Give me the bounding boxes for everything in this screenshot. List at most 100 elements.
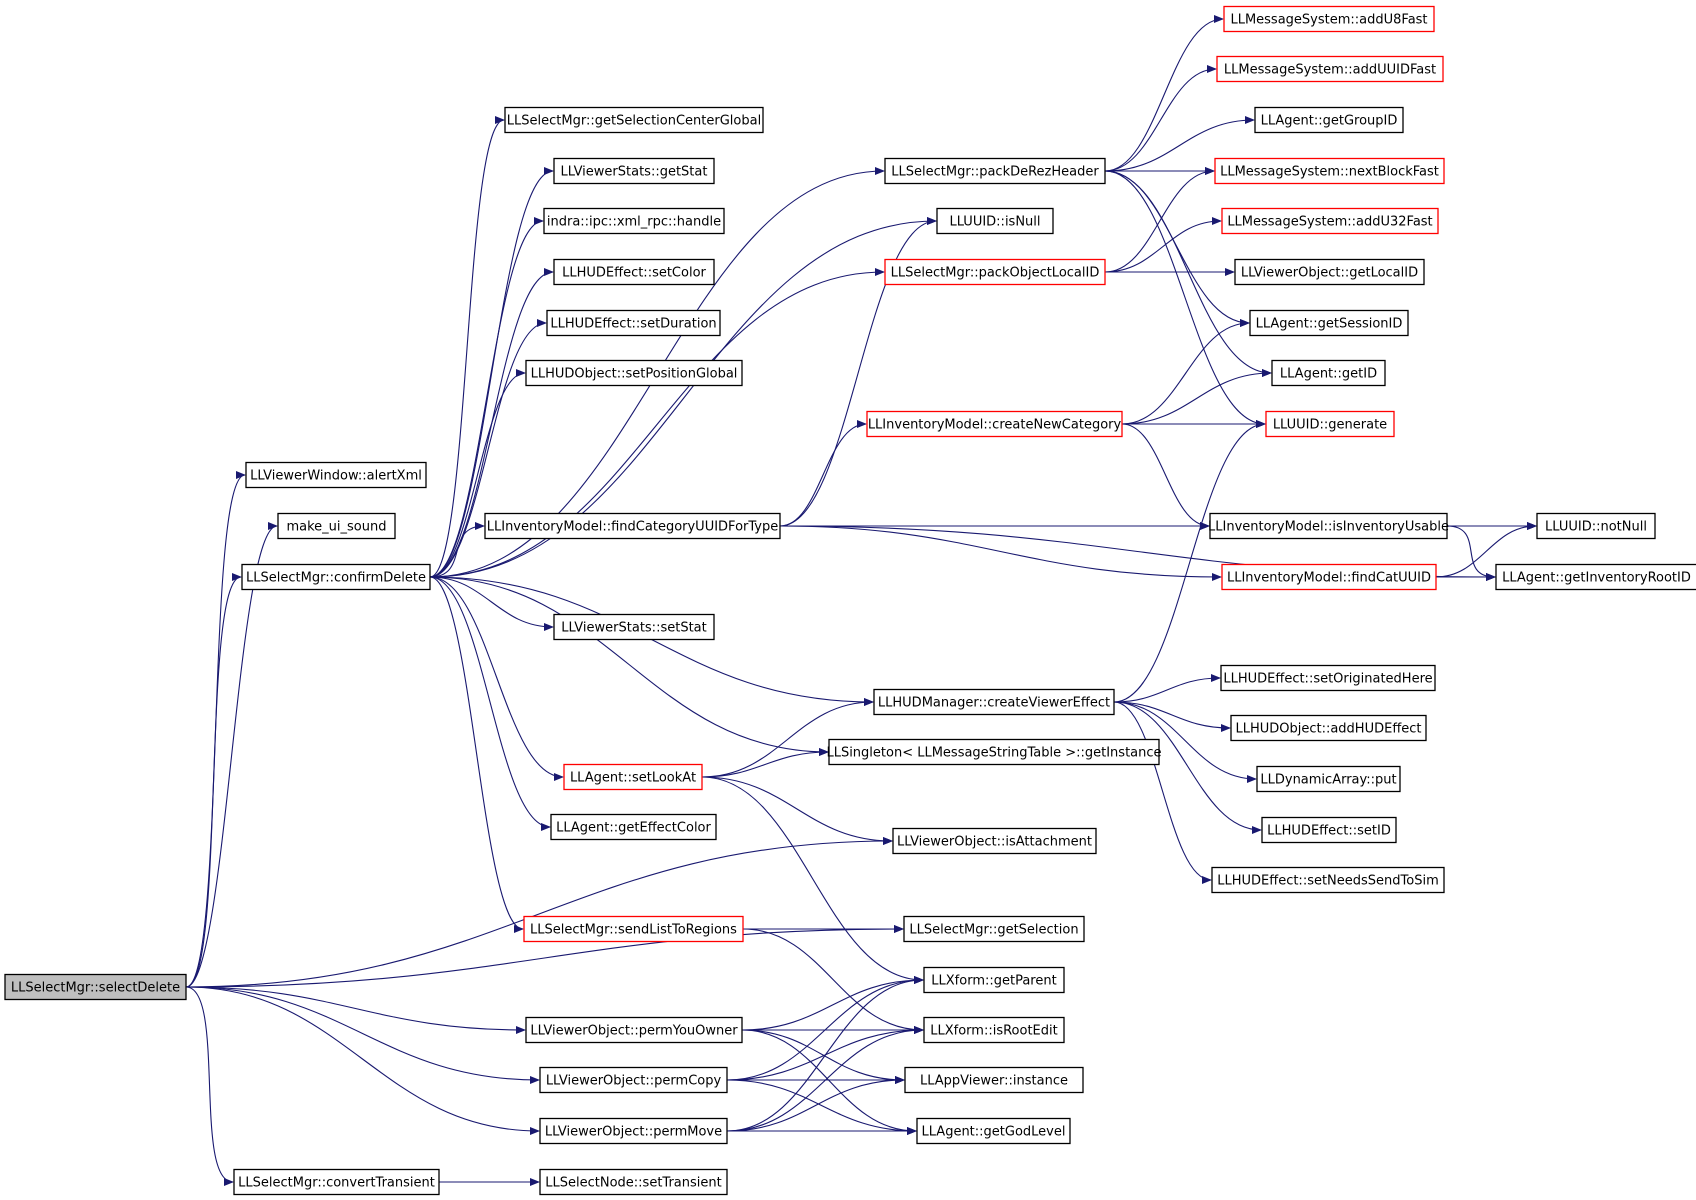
node-setStat[interactable]: LLViewerStats::setStat: [553, 613, 715, 641]
node-addU8Fast[interactable]: LLMessageSystem::addU8Fast: [1223, 5, 1435, 33]
node-isRootEdit[interactable]: LLXform::isRootEdit: [923, 1016, 1065, 1044]
node-box-createViewerEffect[interactable]: [873, 688, 1115, 716]
node-appInstance[interactable]: LLAppViewer::instance: [904, 1066, 1084, 1094]
node-getEffectColor[interactable]: LLAgent::getEffectColor: [550, 813, 717, 841]
node-nextBlockFast[interactable]: LLMessageSystem::nextBlockFast: [1214, 157, 1445, 185]
node-box-selectDelete[interactable]: [4, 973, 187, 1001]
node-getLocalID[interactable]: LLViewerObject::getLocalID: [1234, 258, 1425, 286]
node-box-setID[interactable]: [1261, 816, 1397, 844]
node-setDuration[interactable]: LLHUDEffect::setDuration: [546, 309, 721, 337]
node-box-isRootEdit[interactable]: [923, 1016, 1065, 1044]
node-box-appInstance[interactable]: [904, 1066, 1084, 1094]
node-box-permYouOwner[interactable]: [525, 1016, 743, 1044]
node-put[interactable]: LLDynamicArray::put: [1256, 765, 1401, 793]
node-box-getInstance[interactable]: [828, 738, 1160, 766]
node-box-setLookAt[interactable]: [563, 763, 703, 791]
node-box-nextBlockFast[interactable]: [1214, 157, 1445, 185]
node-confirmDelete[interactable]: LLSelectMgr::confirmDelete: [241, 563, 431, 591]
node-permYouOwner[interactable]: LLViewerObject::permYouOwner: [525, 1016, 743, 1044]
node-isNull[interactable]: LLUUID::isNull: [936, 207, 1054, 235]
node-box-setDuration[interactable]: [546, 309, 721, 337]
node-box-sendListToRegions[interactable]: [523, 915, 744, 943]
node-box-convertTransient[interactable]: [233, 1168, 440, 1196]
node-setColor[interactable]: LLHUDEffect::setColor: [553, 258, 715, 286]
node-convertTransient[interactable]: LLSelectMgr::convertTransient: [233, 1168, 440, 1196]
node-addHUDEffect[interactable]: LLHUDObject::addHUDEffect: [1230, 714, 1427, 742]
node-box-setPositionGlobal[interactable]: [525, 359, 743, 387]
node-setPositionGlobal[interactable]: LLHUDObject::setPositionGlobal: [525, 359, 743, 387]
node-addUUIDFast[interactable]: LLMessageSystem::addUUIDFast: [1216, 55, 1444, 83]
node-box-handle[interactable]: [543, 207, 725, 235]
node-setNeedsSendToSim[interactable]: LLHUDEffect::setNeedsSendToSim: [1211, 866, 1445, 894]
node-box-getInventoryRootID[interactable]: [1495, 563, 1696, 591]
node-box-getGodLevel[interactable]: [916, 1117, 1071, 1145]
node-box-getStat[interactable]: [553, 157, 715, 185]
node-packObjectLocalID[interactable]: LLSelectMgr::packObjectLocalID: [884, 258, 1106, 286]
node-getInventoryRootID[interactable]: LLAgent::getInventoryRootID: [1495, 563, 1696, 591]
node-box-put[interactable]: [1256, 765, 1401, 793]
node-box-setOriginatedHere[interactable]: [1220, 664, 1436, 692]
node-box-getEffectColor[interactable]: [550, 813, 717, 841]
node-permMove[interactable]: LLViewerObject::permMove: [539, 1117, 728, 1145]
node-box-setStat[interactable]: [553, 613, 715, 641]
node-getSelection[interactable]: LLSelectMgr::getSelection: [903, 915, 1085, 943]
node-box-make_ui_sound[interactable]: [277, 512, 396, 540]
node-box-getSelectionCenterGlobal[interactable]: [504, 106, 764, 134]
node-box-isInventoryUsable[interactable]: [1209, 512, 1448, 540]
node-getGodLevel[interactable]: LLAgent::getGodLevel: [916, 1117, 1071, 1145]
node-box-generate[interactable]: [1265, 410, 1395, 438]
node-box-addUUIDFast[interactable]: [1216, 55, 1444, 83]
node-getSelectionCenterGlobal[interactable]: LLSelectMgr::getSelectionCenterGlobal: [504, 106, 764, 134]
node-getParent[interactable]: LLXform::getParent: [923, 966, 1065, 994]
node-box-permMove[interactable]: [539, 1117, 728, 1145]
node-box-packDeRezHeader[interactable]: [884, 157, 1106, 185]
node-packDeRezHeader[interactable]: LLSelectMgr::packDeRezHeader: [884, 157, 1106, 185]
node-handle[interactable]: indra::ipc::xml_rpc::handle: [543, 207, 725, 235]
node-createViewerEffect[interactable]: LLHUDManager::createViewerEffect: [873, 688, 1115, 716]
node-box-getSelection[interactable]: [903, 915, 1085, 943]
node-box-confirmDelete[interactable]: [241, 563, 431, 591]
node-notNull[interactable]: LLUUID::notNull: [1536, 512, 1656, 540]
node-box-getLocalID[interactable]: [1234, 258, 1425, 286]
node-box-findCategoryUUIDForType[interactable]: [484, 512, 781, 540]
node-setID[interactable]: LLHUDEffect::setID: [1261, 816, 1397, 844]
node-createNewCategory[interactable]: LLInventoryModel::createNewCategory: [866, 410, 1123, 438]
node-getStat[interactable]: LLViewerStats::getStat: [553, 157, 715, 185]
node-box-permCopy[interactable]: [539, 1066, 728, 1094]
node-getInstance[interactable]: LLSingleton< LLMessageStringTable >::get…: [826, 738, 1162, 766]
node-findCatUUID[interactable]: LLInventoryModel::findCatUUID: [1221, 563, 1437, 591]
node-setLookAt[interactable]: LLAgent::setLookAt: [563, 763, 703, 791]
node-box-isNull[interactable]: [936, 207, 1054, 235]
node-getGroupID[interactable]: LLAgent::getGroupID: [1254, 106, 1404, 134]
node-isInventoryUsable[interactable]: LLInventoryModel::isInventoryUsable: [1208, 512, 1449, 540]
node-getID[interactable]: LLAgent::getID: [1271, 359, 1386, 387]
node-setTransient[interactable]: LLSelectNode::setTransient: [539, 1168, 728, 1196]
node-generate[interactable]: LLUUID::generate: [1265, 410, 1395, 438]
node-box-findCatUUID[interactable]: [1221, 563, 1437, 591]
node-make_ui_sound[interactable]: make_ui_sound: [277, 512, 396, 540]
node-addU32Fast[interactable]: LLMessageSystem::addU32Fast: [1221, 207, 1439, 235]
node-box-getParent[interactable]: [923, 966, 1065, 994]
node-permCopy[interactable]: LLViewerObject::permCopy: [539, 1066, 728, 1094]
node-getSessionID[interactable]: LLAgent::getSessionID: [1249, 309, 1409, 337]
node-selectDelete[interactable]: LLSelectMgr::selectDelete: [4, 973, 187, 1001]
node-findCategoryUUIDForType[interactable]: LLInventoryModel::findCategoryUUIDForTyp…: [484, 512, 781, 540]
node-box-setTransient[interactable]: [539, 1168, 728, 1196]
node-setOriginatedHere[interactable]: LLHUDEffect::setOriginatedHere: [1220, 664, 1436, 692]
node-box-getGroupID[interactable]: [1254, 106, 1404, 134]
node-box-addU8Fast[interactable]: [1223, 5, 1435, 33]
node-box-alertXml[interactable]: [245, 461, 427, 489]
node-box-isAttachment[interactable]: [892, 827, 1097, 855]
node-box-getID[interactable]: [1271, 359, 1386, 387]
node-box-addU32Fast[interactable]: [1221, 207, 1439, 235]
node-box-notNull[interactable]: [1536, 512, 1656, 540]
node-isAttachment[interactable]: LLViewerObject::isAttachment: [892, 827, 1097, 855]
node-alertXml[interactable]: LLViewerWindow::alertXml: [245, 461, 427, 489]
node-sendListToRegions[interactable]: LLSelectMgr::sendListToRegions: [523, 915, 744, 943]
node-box-setNeedsSendToSim[interactable]: [1211, 866, 1445, 894]
node-box-packObjectLocalID[interactable]: [884, 258, 1106, 286]
node-box-createNewCategory[interactable]: [866, 410, 1123, 438]
node-box-setColor[interactable]: [553, 258, 715, 286]
node-box-addHUDEffect[interactable]: [1230, 714, 1427, 742]
node-box-getSessionID[interactable]: [1249, 309, 1409, 337]
